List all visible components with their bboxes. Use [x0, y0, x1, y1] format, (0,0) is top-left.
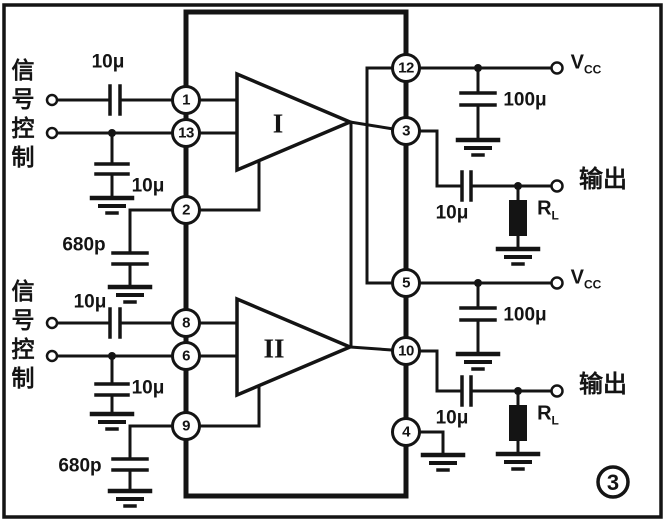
- amp1-label: I: [272, 108, 284, 139]
- capacitor-input-1: [108, 84, 122, 116]
- terminal-output-2: [550, 384, 564, 398]
- pin-12-label: 12: [398, 59, 414, 77]
- rl-1-main: R: [537, 197, 552, 220]
- label-load-2: RL: [537, 404, 559, 427]
- label-cap-output-1: 10μ: [435, 202, 469, 224]
- vcc-1-main: V: [570, 51, 584, 74]
- rl-2-main: R: [537, 402, 552, 425]
- resistor-load-2: [509, 405, 527, 441]
- rl-1-sub: L: [551, 208, 559, 223]
- pin-5-label: 5: [402, 274, 410, 292]
- pin-10-label: 10: [398, 342, 414, 360]
- pin-2-label: 2: [182, 201, 190, 219]
- capacitor-shunt-1: [94, 162, 130, 176]
- pin-13-label: 13: [178, 124, 194, 142]
- pin-4: [391, 417, 421, 447]
- label-cap-comp-2: 680p: [58, 455, 102, 477]
- pin-1-label: 1: [182, 91, 190, 109]
- label-signal-control-2: 信号控制: [8, 279, 34, 395]
- pin-6: [171, 341, 201, 371]
- terminal-signal-1: [45, 93, 59, 107]
- pin-8: [171, 308, 201, 338]
- ground-comp-1: [107, 284, 153, 304]
- capacitor-output-2: [460, 375, 473, 407]
- ground-supply-2: [455, 351, 501, 371]
- wires-output-channel2: [404, 349, 553, 454]
- terminals: [45, 61, 564, 398]
- pin-13: [171, 118, 201, 148]
- pin-12: [391, 53, 421, 83]
- label-cap-supply-2: 100μ: [503, 304, 547, 326]
- label-signal-control-1: 信号控制: [8, 58, 34, 174]
- terminal-control-2: [45, 349, 59, 363]
- ground-supply-1: [455, 137, 501, 157]
- label-output-2: 输出: [579, 371, 627, 398]
- vcc-2-sub: CC: [584, 277, 602, 292]
- label-cap-input-1: 10μ: [91, 51, 125, 73]
- terminal-vcc-1: [550, 61, 564, 75]
- pin-4-label: 4: [402, 423, 410, 441]
- capacitor-input-2: [108, 307, 122, 339]
- label-cap-supply-1: 100μ: [503, 89, 547, 111]
- vcc-1-sub: CC: [584, 62, 602, 77]
- terminal-vcc-2: [550, 276, 564, 290]
- figure-number: 3: [606, 470, 620, 495]
- terminal-signal-2: [45, 316, 59, 330]
- pin-1: [171, 85, 201, 115]
- label-load-1: RL: [537, 199, 559, 222]
- pin-5: [391, 268, 421, 298]
- label-cap-output-2: 10μ: [435, 407, 469, 429]
- pin-10: [391, 336, 421, 366]
- pin-9: [171, 411, 201, 441]
- capacitor-shunt-2: [94, 382, 130, 397]
- wires-input-channel1: [55, 98, 188, 287]
- ground-shunt-2: [89, 411, 135, 431]
- amp2-label: II: [263, 333, 285, 364]
- figure-number-circle: [596, 465, 630, 499]
- capacitor-output-1: [460, 170, 473, 202]
- amp2-triangle: [235, 296, 355, 398]
- terminal-output-1: [550, 179, 564, 193]
- capacitor-supply-1: [459, 91, 497, 107]
- ground-load-1: [495, 246, 541, 266]
- scan-border: [2, 3, 663, 519]
- label-cap-shunt-1: 10μ: [131, 175, 165, 197]
- ground-load-2: [495, 451, 541, 471]
- pin-6-label: 6: [182, 347, 190, 365]
- resistor-load-1: [509, 200, 527, 236]
- label-cap-comp-1: 680p: [62, 234, 106, 256]
- ground-shunt-1: [89, 195, 135, 215]
- capacitor-comp-1: [111, 251, 149, 266]
- ic-outline: [183, 9, 409, 499]
- pin-8-label: 8: [182, 314, 190, 332]
- pin-9-label: 9: [182, 417, 190, 435]
- amp1-triangle: [235, 71, 355, 173]
- capacitor-supply-2: [459, 306, 497, 322]
- label-output-1: 输出: [579, 166, 627, 193]
- junction-dots: [108, 64, 522, 395]
- rl-2-sub: L: [551, 413, 559, 428]
- pin-2: [171, 195, 201, 225]
- ground-comp-2: [107, 488, 153, 508]
- label-cap-input-2: 10μ: [73, 291, 107, 313]
- ic-pins: [171, 53, 421, 447]
- label-vcc-2: VCC: [571, 268, 602, 291]
- pin-3: [391, 116, 421, 146]
- capacitor-comp-2: [111, 457, 149, 472]
- pin-3-label: 3: [402, 122, 410, 140]
- label-vcc-1: VCC: [571, 53, 602, 76]
- label-cap-shunt-2: 10μ: [131, 377, 165, 399]
- terminal-control-1: [45, 126, 59, 140]
- ground-pin4: [420, 452, 466, 472]
- vcc-2-main: V: [570, 266, 584, 289]
